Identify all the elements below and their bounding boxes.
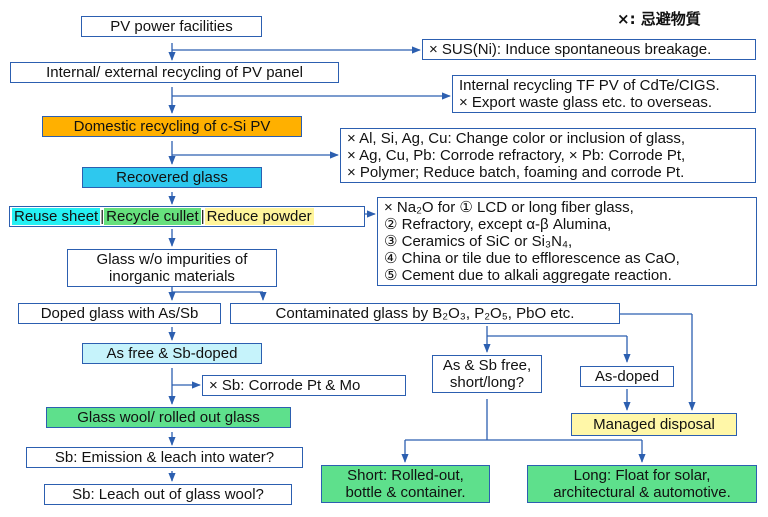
impurity-note-line-1: × Al, Si, Ag, Cu: Change color or inclus… <box>347 130 686 147</box>
sus-note-box: × SUS(Ni): Induce spontaneous breakage. <box>422 39 756 60</box>
pv-power-facilities-box: PV power facilities <box>81 16 262 37</box>
na2o-note-line-2: ② Refractory, except α-β Alumina, <box>384 216 612 233</box>
as-free-sb-doped-box: As free & Sb-doped <box>82 343 262 364</box>
reduce-powder-label: Reduce powder <box>204 208 314 225</box>
glass-without-impurities-box: Glass w/o impurities of inorganic materi… <box>67 249 277 287</box>
na2o-note-line-5: ⑤ Cement due to alkali aggregate reactio… <box>384 267 672 284</box>
glass-without-impurities-line-1: Glass w/o impurities of <box>96 251 248 268</box>
glass-without-impurities-line-2: inorganic materials <box>109 268 235 285</box>
reuse-recycle-reduce-box: Reuse sheet|Recycle cullet|Reduce powder <box>9 206 365 227</box>
na2o-note-line-4: ④ China or tile due to efflorescence as … <box>384 250 680 267</box>
long-line-1: Long: Float for solar, <box>573 467 711 484</box>
impurity-note-box: × Al, Si, Ag, Cu: Change color or inclus… <box>340 128 756 183</box>
domestic-recycling-box: Domestic recycling of c-Si PV <box>42 116 302 137</box>
short-line-1: Short: Rolled-out, <box>347 467 464 484</box>
as-sb-free-line-1: As & Sb free, <box>442 357 532 374</box>
internal-external-recycling-box: Internal/ external recycling of PV panel <box>10 62 339 83</box>
short-rolled-out-box: Short: Rolled-out, bottle & container. <box>321 465 490 503</box>
as-sb-free-line-2: short/long? <box>449 374 525 391</box>
impurity-note-line-2: × Ag, Cu, Pb: Corrode refractory, × Pb: … <box>347 147 686 164</box>
doped-glass-box: Doped glass with As/Sb <box>18 303 221 324</box>
legend-note: ×: 忌避物質 <box>617 10 701 28</box>
tf-pv-note-line-2: × Export waste glass etc. to overseas. <box>459 94 713 111</box>
tf-pv-note-box: Internal recycling TF PV of CdTe/CIGS. ×… <box>452 75 756 113</box>
sb-emission-box: Sb: Emission & leach into water? <box>26 447 303 468</box>
long-line-2: architectural & automotive. <box>553 484 731 501</box>
sb-corrode-note-box: × Sb: Corrode Pt & Mo <box>202 375 406 396</box>
na2o-note-box: × Na₂O for ① LCD or long fiber glass, ② … <box>377 197 757 286</box>
contaminated-glass-box: Contaminated glass by B₂O₃, P₂O₅, PbO et… <box>230 303 620 324</box>
recycle-cullet-label: Recycle cullet <box>104 208 201 225</box>
na2o-note-line-1: × Na₂O for ① LCD or long fiber glass, <box>384 199 634 216</box>
reuse-sheet-label: Reuse sheet <box>12 208 101 225</box>
as-doped-box: As-doped <box>580 366 674 387</box>
managed-disposal-box: Managed disposal <box>571 413 737 436</box>
long-float-box: Long: Float for solar, architectural & a… <box>527 465 757 503</box>
impurity-note-line-3: × Polymer; Reduce batch, foaming and cor… <box>347 164 685 181</box>
sb-leach-box: Sb: Leach out of glass wool? <box>44 484 292 505</box>
tf-pv-note-line-1: Internal recycling TF PV of CdTe/CIGS. <box>459 77 720 94</box>
recovered-glass-box: Recovered glass <box>82 167 262 188</box>
short-line-2: bottle & container. <box>345 484 466 501</box>
na2o-note-line-3: ③ Ceramics of SiC or Si₃N₄, <box>384 233 573 250</box>
as-sb-free-box: As & Sb free, short/long? <box>432 355 542 393</box>
glass-wool-box: Glass wool/ rolled out glass <box>46 407 291 428</box>
